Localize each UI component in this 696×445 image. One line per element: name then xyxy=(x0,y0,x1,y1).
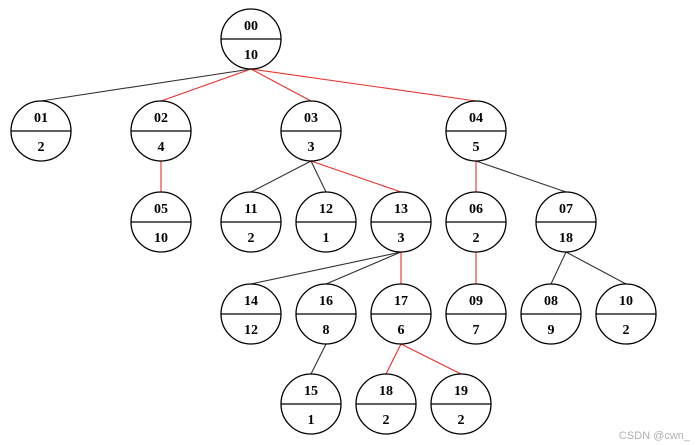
node-id-label: 12 xyxy=(319,202,333,217)
tree-node-18: 18 2 xyxy=(355,373,417,435)
edge-13-16 xyxy=(325,251,402,285)
node-value-label: 10 xyxy=(154,231,168,246)
node-id-label: 07 xyxy=(559,202,573,217)
node-value-label: 18 xyxy=(559,231,573,246)
tree-node-02: 02 4 xyxy=(130,100,192,162)
tree-node-15: 15 1 xyxy=(280,373,342,435)
tree-node-01: 01 2 xyxy=(10,100,72,162)
node-value-label: 3 xyxy=(398,231,405,246)
node-id-label: 09 xyxy=(469,294,483,309)
nodes-layer: 0010012024033045051011212113306207181412… xyxy=(10,8,657,435)
tree-node-11: 11 2 xyxy=(220,191,282,253)
node-value-label: 3 xyxy=(308,140,315,155)
node-id-label: 00 xyxy=(244,19,258,34)
node-value-label: 2 xyxy=(473,231,480,246)
node-value-label: 4 xyxy=(158,140,165,155)
tree-node-13: 13 3 xyxy=(370,191,432,253)
edge-17-18 xyxy=(385,343,402,375)
edge-03-13 xyxy=(310,160,402,193)
edge-07-08 xyxy=(550,251,567,285)
node-id-label: 13 xyxy=(394,202,408,217)
tree-node-03: 03 3 xyxy=(280,100,342,162)
node-id-label: 14 xyxy=(244,294,258,309)
node-value-label: 10 xyxy=(244,48,258,63)
node-value-label: 9 xyxy=(548,323,555,338)
node-value-label: 2 xyxy=(38,140,45,155)
node-id-label: 06 xyxy=(469,202,483,217)
node-id-label: 10 xyxy=(619,294,633,309)
tree-node-17: 17 6 xyxy=(370,283,432,345)
edge-03-12 xyxy=(310,160,327,193)
tree-node-06: 06 2 xyxy=(445,191,507,253)
node-value-label: 8 xyxy=(323,323,330,338)
tree-node-12: 12 1 xyxy=(295,191,357,253)
node-value-label: 12 xyxy=(244,323,258,338)
node-id-label: 16 xyxy=(319,294,333,309)
tree-node-19: 19 2 xyxy=(430,373,492,435)
node-id-label: 05 xyxy=(154,202,168,217)
node-id-label: 01 xyxy=(34,111,48,126)
tree-node-09: 09 7 xyxy=(445,283,507,345)
node-id-label: 03 xyxy=(304,111,318,126)
tree-node-08: 08 9 xyxy=(520,283,582,345)
node-id-label: 08 xyxy=(544,294,558,309)
node-value-label: 2 xyxy=(458,413,465,428)
node-id-label: 19 xyxy=(454,384,468,399)
edge-00-03 xyxy=(250,68,312,102)
node-id-label: 11 xyxy=(244,202,257,217)
node-value-label: 2 xyxy=(623,323,630,338)
node-value-label: 1 xyxy=(308,413,315,428)
tree-node-00: 00 10 xyxy=(220,8,282,70)
edge-00-02 xyxy=(160,68,252,102)
tree-node-07: 07 18 xyxy=(535,191,597,253)
edge-04-07 xyxy=(475,160,567,193)
watermark-text: CSDN @cwn_ xyxy=(619,430,691,442)
node-id-label: 04 xyxy=(469,111,483,126)
edge-03-11 xyxy=(250,160,312,193)
node-value-label: 7 xyxy=(473,323,480,338)
node-id-label: 15 xyxy=(304,384,318,399)
edge-07-10 xyxy=(565,251,627,285)
edge-16-15 xyxy=(310,343,327,375)
tree-node-04: 04 5 xyxy=(445,100,507,162)
node-value-label: 6 xyxy=(398,323,405,338)
edges-layer xyxy=(40,68,627,375)
node-id-label: 18 xyxy=(379,384,393,399)
tree-node-14: 14 12 xyxy=(220,283,282,345)
node-value-label: 5 xyxy=(473,140,480,155)
node-value-label: 2 xyxy=(383,413,390,428)
edge-00-04 xyxy=(250,68,477,102)
tree-node-05: 05 10 xyxy=(130,191,192,253)
edge-17-19 xyxy=(400,343,462,375)
node-value-label: 2 xyxy=(248,231,255,246)
edge-13-14 xyxy=(250,251,402,285)
node-id-label: 02 xyxy=(154,111,168,126)
edge-00-01 xyxy=(40,68,252,102)
tree-node-10: 10 2 xyxy=(595,283,657,345)
tree-node-16: 16 8 xyxy=(295,283,357,345)
node-id-label: 17 xyxy=(394,294,408,309)
node-value-label: 1 xyxy=(323,231,330,246)
